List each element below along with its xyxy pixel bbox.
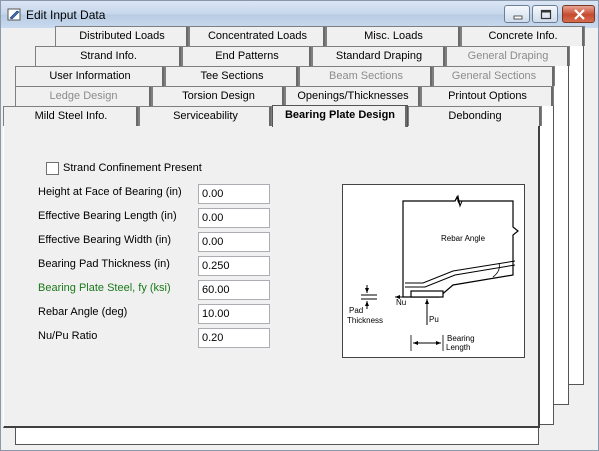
strand-confinement-checkbox[interactable] (46, 162, 59, 175)
tab-debonding[interactable]: Debonding (408, 106, 542, 126)
title-bar[interactable]: Edit Input Data (1, 1, 598, 28)
maximize-button[interactable] (532, 5, 558, 23)
tab-ledge-design[interactable]: Ledge Design (15, 86, 152, 106)
tab-end-patterns[interactable]: End Patterns (182, 46, 312, 66)
beam-outline (402, 195, 519, 298)
length-annotation: Length (446, 343, 470, 352)
tab-general-sections[interactable]: General Sections (433, 66, 555, 86)
close-button[interactable] (562, 5, 595, 23)
window-title: Edit Input Data (26, 8, 106, 22)
effective-bearing-width-input[interactable]: 0.00 (198, 232, 270, 252)
rebar-angle-label: Rebar Angle (deg) (38, 306, 128, 318)
tab-tee-sections[interactable]: Tee Sections (165, 66, 299, 86)
strand-confinement-label: Strand Confinement Present (63, 162, 202, 174)
tab-strand-info[interactable]: Strand Info. (35, 46, 182, 66)
minimize-button[interactable] (504, 5, 530, 23)
close-icon (574, 9, 585, 20)
bearing-plate-steel-label: Bearing Plate Steel, fy (ksi) (38, 282, 171, 294)
tab-distributed-loads[interactable]: Distributed Loads (55, 26, 189, 46)
tab-torsion-design[interactable]: Torsion Design (152, 86, 285, 106)
rebar-line (405, 260, 516, 284)
pad-annotation: Pad (349, 306, 363, 315)
effective-bearing-length-label: Effective Bearing Length (in) (38, 210, 177, 222)
tab-openings-thicknesses[interactable]: Openings/Thicknesses (285, 86, 421, 106)
minimize-icon (513, 15, 523, 20)
rebar-line (405, 264, 516, 288)
bearing-plate-steel-input[interactable]: 60.00 (198, 280, 270, 300)
tab-concrete-info[interactable]: Concrete Info. (461, 26, 585, 46)
effective-bearing-length-input[interactable]: 0.00 (198, 208, 270, 228)
bearing-pad-thickness-label: Bearing Pad Thickness (in) (38, 258, 170, 270)
tab-beam-sections[interactable]: Beam Sections (299, 66, 433, 86)
tab-mild-steel-info[interactable]: Mild Steel Info. (3, 106, 139, 126)
height-face-bearing-label: Height at Face of Bearing (in) (38, 186, 182, 198)
maximize-icon (540, 9, 552, 20)
tab-standard-draping[interactable]: Standard Draping (312, 46, 446, 66)
nu-pu-ratio-input[interactable]: 0.20 (198, 328, 270, 348)
thickness-annotation: Thickness (347, 316, 383, 325)
pu-annotation: Pu (429, 315, 439, 324)
tab-general-draping[interactable]: General Draping (446, 46, 570, 66)
tab-user-information[interactable]: User Information (15, 66, 165, 86)
rebar-angle-input[interactable]: 10.00 (198, 304, 270, 324)
bearing-plate-shape (410, 290, 444, 298)
tab-bearing-plate-design[interactable]: Bearing Plate Design (272, 105, 408, 127)
nu-pu-ratio-label: Nu/Pu Ratio (38, 330, 98, 342)
tab-serviceability[interactable]: Serviceability (139, 106, 272, 126)
app-icon (7, 8, 21, 21)
bearing-pad-thickness-input[interactable]: 0.250 (198, 256, 270, 276)
height-face-bearing-input[interactable]: 0.00 (198, 184, 270, 204)
nu-annotation: Nu (396, 298, 406, 307)
tab-misc-loads[interactable]: Misc. Loads (326, 26, 461, 46)
tab-printout-options[interactable]: Printout Options (421, 86, 554, 106)
rebar-angle-annotation: Rebar Angle (441, 234, 486, 243)
effective-bearing-width-label: Effective Bearing Width (in) (38, 234, 172, 246)
bearing-annotation: Bearing (447, 334, 475, 343)
bearing-plate-diagram: Rebar Angle Pad Thickness Nu Pu Bearing … (342, 184, 525, 358)
tab-concentrated-loads[interactable]: Concentrated Loads (189, 26, 326, 46)
